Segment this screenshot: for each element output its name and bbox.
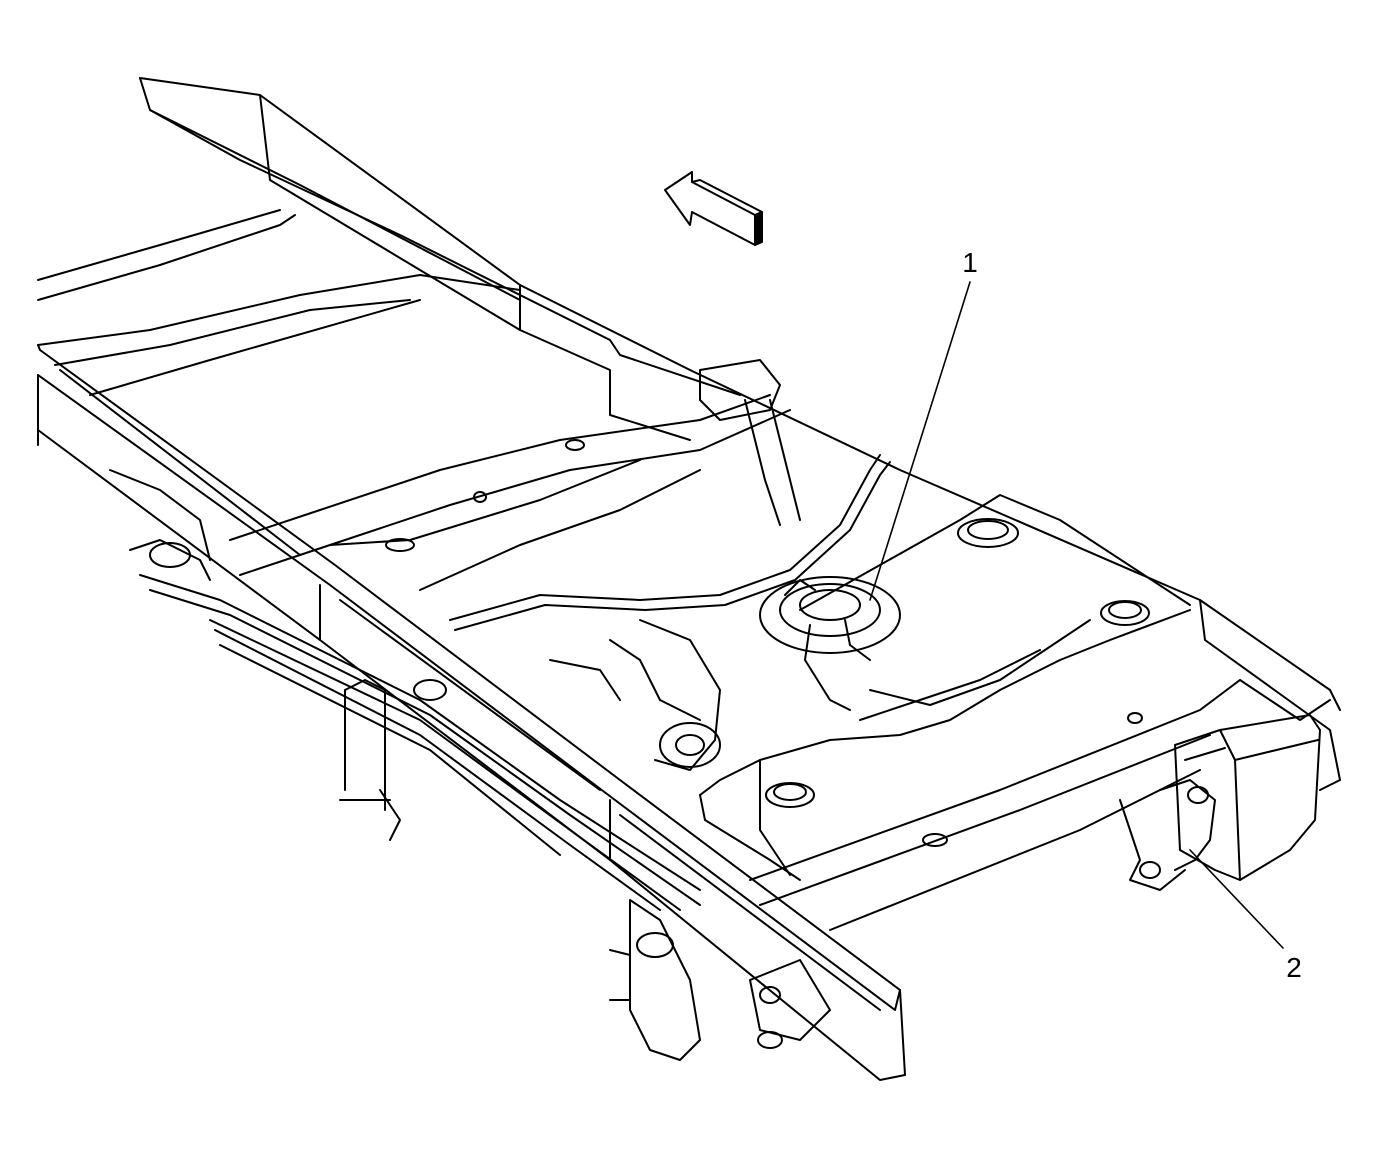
right-frame-rail xyxy=(139,77,1341,791)
rear-axle-differential xyxy=(549,619,721,771)
callout-1-label: 1 xyxy=(962,247,978,278)
fuel-pump-module xyxy=(759,576,901,711)
evap-canister-connector xyxy=(1119,779,1216,891)
fuel-and-brake-lines xyxy=(449,454,891,631)
fuel-tank xyxy=(699,494,1191,881)
leaf-spring xyxy=(139,574,701,911)
front-spring-hanger xyxy=(109,469,211,581)
rear-crossmember xyxy=(749,679,1241,931)
propeller-shaft xyxy=(699,359,801,526)
callout-1-leader xyxy=(869,281,971,601)
left-frame-rail xyxy=(37,344,906,1081)
callout-1: 1 xyxy=(869,247,978,601)
rear-spring-hanger xyxy=(609,899,831,1061)
callout-2: 2 xyxy=(1189,849,1302,983)
callout-2-label: 2 xyxy=(1286,952,1302,983)
callout-2-leader xyxy=(1189,849,1284,949)
front-crossmember xyxy=(37,209,521,396)
u-bolt xyxy=(339,679,391,811)
evap-canister xyxy=(1174,714,1321,881)
middle-crossmember xyxy=(229,394,791,591)
front-direction-arrow-icon xyxy=(664,171,763,246)
